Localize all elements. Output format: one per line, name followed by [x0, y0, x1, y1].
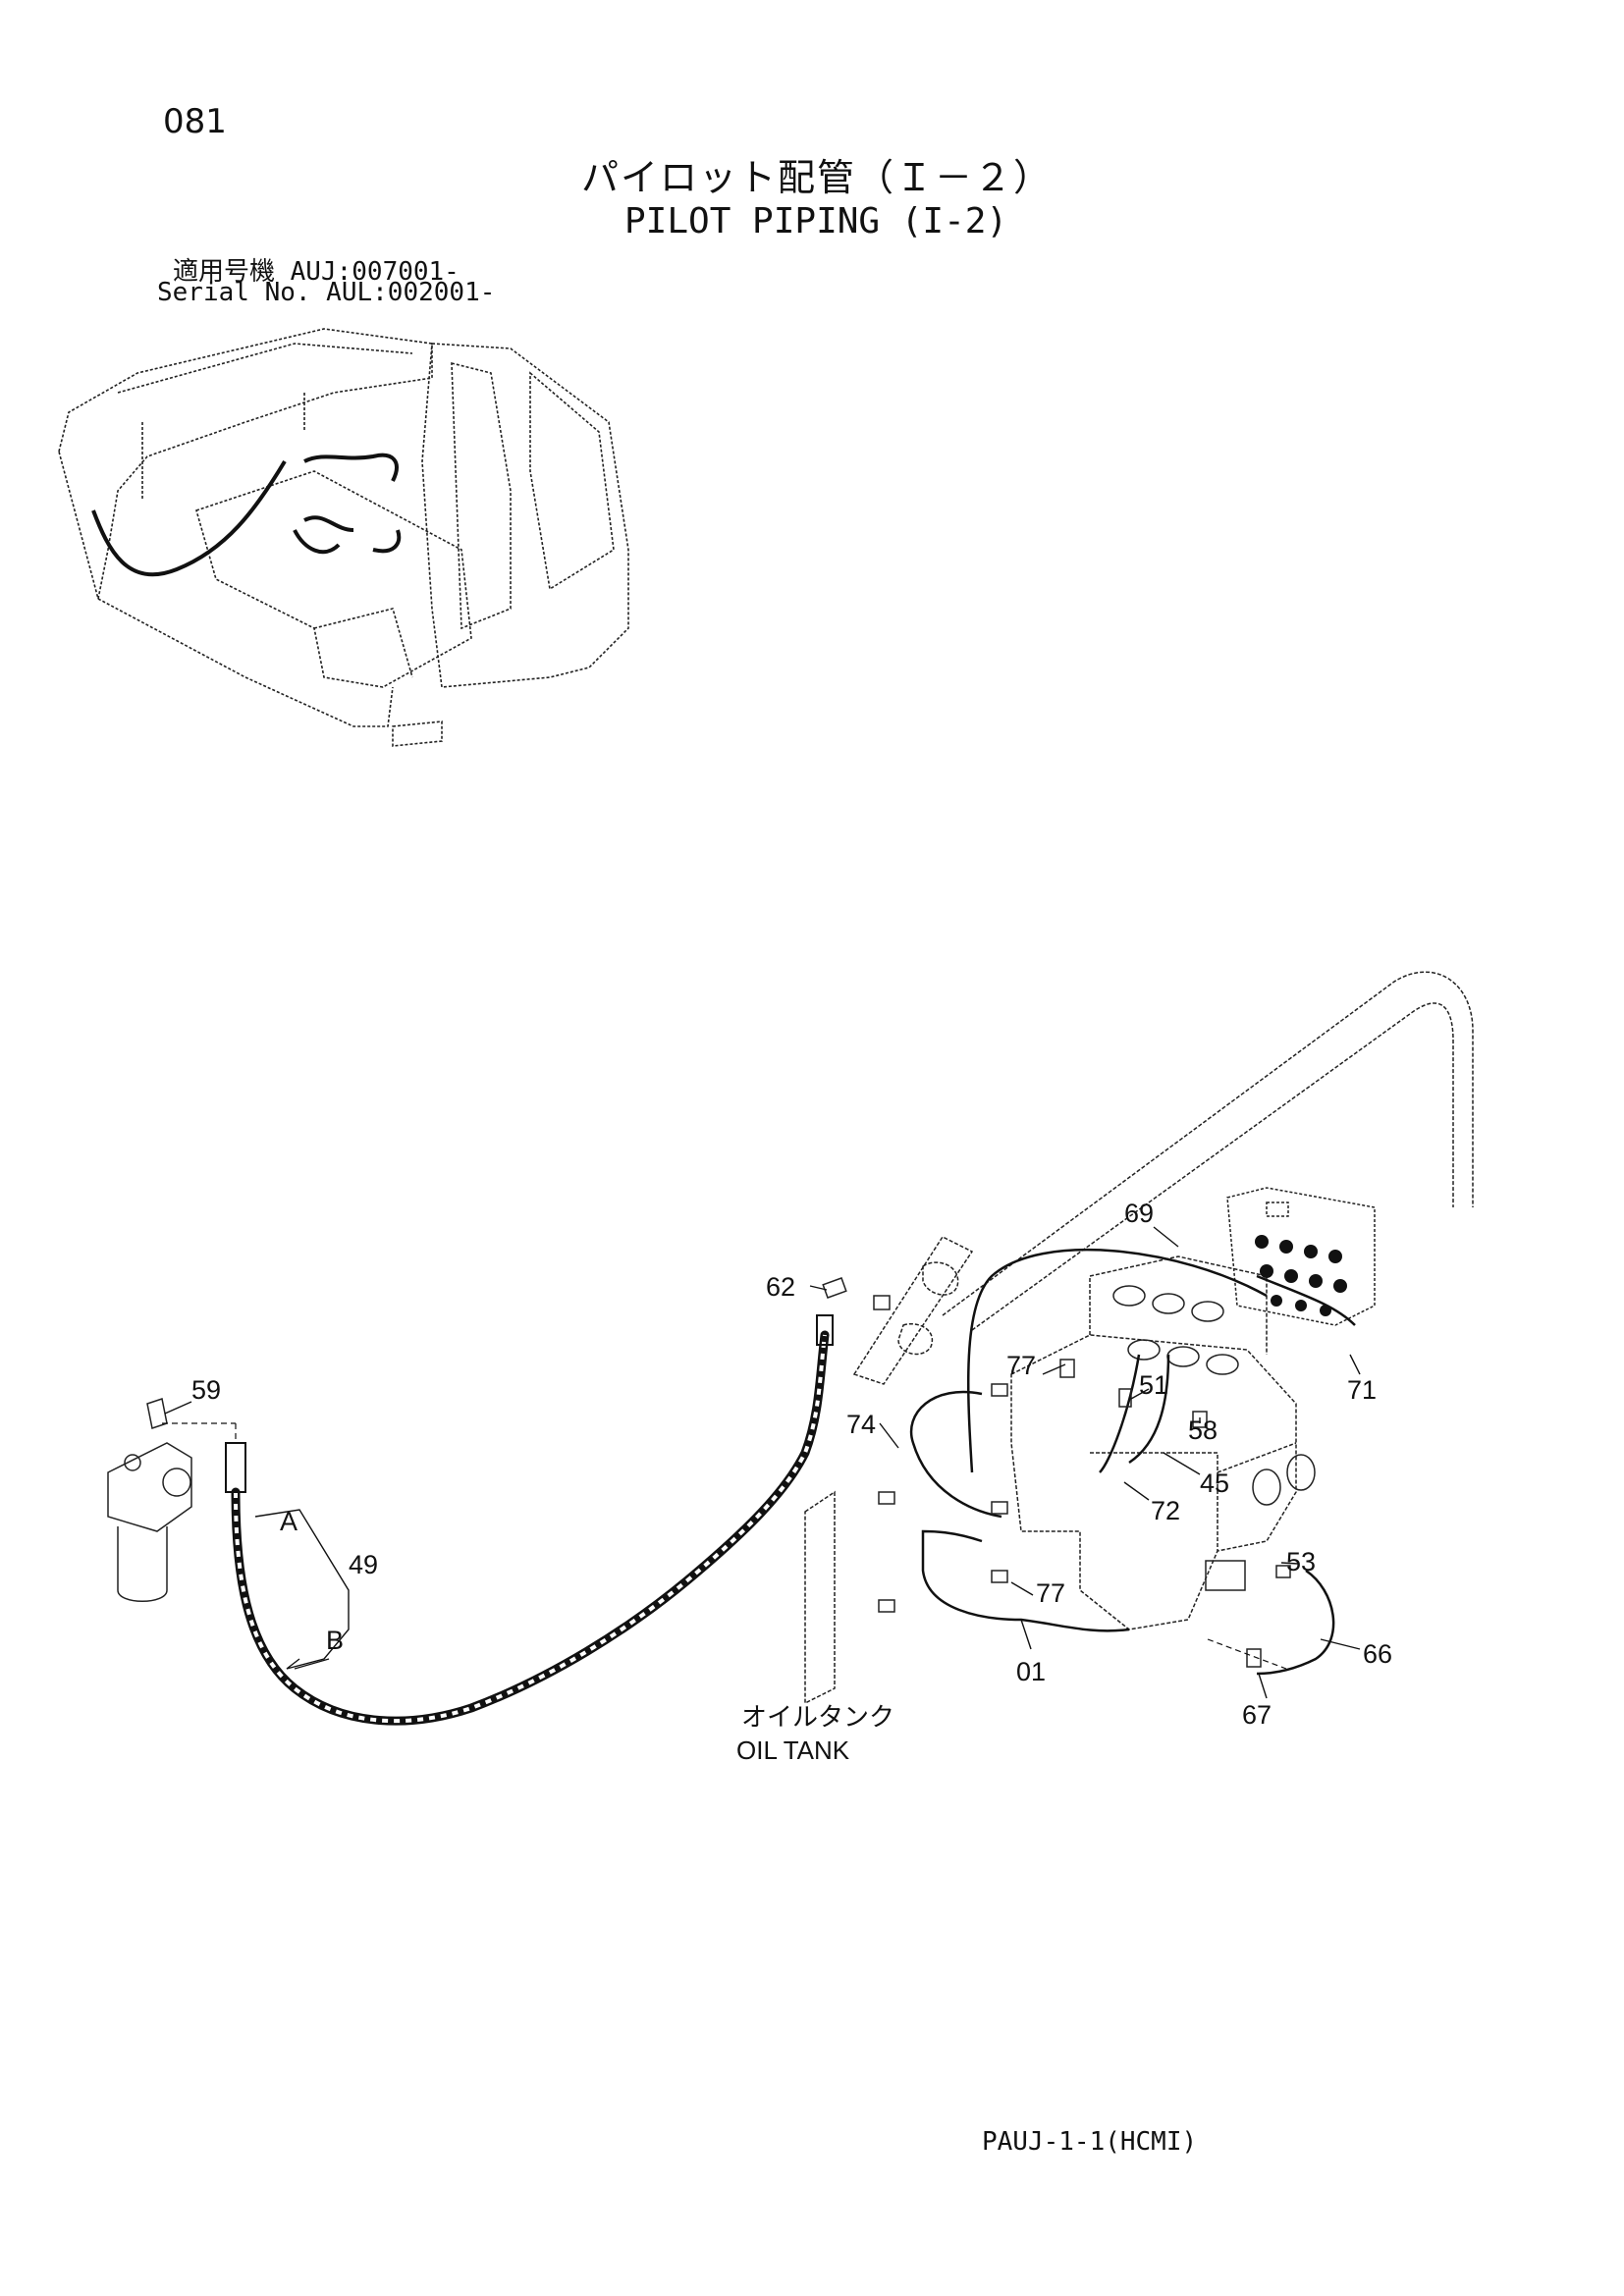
- part-callouts: 59 62 69 71 77 51 74 58 45 72 53 77 01 6…: [191, 1199, 1392, 1730]
- page-title-english: PILOT PIPING (I-2): [624, 201, 1008, 241]
- fittings: [822, 1277, 1291, 1668]
- pilot-filter-assembly: [107, 1398, 192, 1602]
- callout-53: 53: [1286, 1547, 1316, 1576]
- callout-77-lower: 77: [1036, 1578, 1065, 1608]
- control-valve-ports: [1112, 1285, 1316, 1591]
- callout-69: 69: [1124, 1199, 1154, 1228]
- machine-overview-illustration: [58, 328, 629, 747]
- callout-67: 67: [1242, 1700, 1272, 1730]
- callout-51: 51: [1139, 1370, 1168, 1400]
- oil-tank-label-jp: オイルタンク: [741, 1702, 894, 1732]
- callout-72: 72: [1151, 1496, 1180, 1525]
- page-title-japanese: パイロット配管（Ｉ－２）: [581, 156, 1054, 199]
- callout-62: 62: [766, 1272, 795, 1302]
- dashed-connection-lines: [162, 1422, 1287, 1670]
- callout-66: 66: [1363, 1639, 1392, 1669]
- callout-74: 74: [846, 1410, 876, 1439]
- pilot-hoses: [909, 1249, 1356, 1676]
- callout-58: 58: [1188, 1415, 1218, 1445]
- connection-label-a: A: [280, 1507, 298, 1536]
- oil-tank-label-en: OIL TANK: [736, 1735, 850, 1765]
- oil-tank-pipe-outline: [852, 971, 1474, 1385]
- callout-01: 01: [1016, 1657, 1046, 1686]
- pilot-valve-block: [1226, 1187, 1376, 1326]
- pilot-valve-fittings: [1255, 1235, 1347, 1316]
- callout-77: 77: [1006, 1351, 1036, 1380]
- oil-tank-label: オイルタンク OIL TANK: [736, 1702, 894, 1765]
- oil-tank-bracket: [804, 1490, 836, 1705]
- page-number: 081: [163, 102, 227, 141]
- hose-49-ends: [225, 1314, 834, 1493]
- machine-overview-hoses: [91, 453, 402, 577]
- leader-lines: [164, 1226, 1361, 1699]
- control-valve-body: [1010, 1255, 1297, 1630]
- serial-applicability-jp: 適用号機 AUJ:007001-: [173, 257, 460, 287]
- callout-71: 71: [1347, 1375, 1377, 1405]
- callout-49: 49: [349, 1550, 378, 1579]
- serial-applicability-en: Serial No. AUL:002001-: [157, 278, 496, 307]
- hose-49: [231, 1330, 830, 1726]
- connection-label-b: B: [326, 1626, 344, 1655]
- hose-49-wrap: [234, 1334, 827, 1724]
- callout-45: 45: [1200, 1468, 1229, 1498]
- callout-59: 59: [191, 1375, 221, 1405]
- footer-page-code: PAUJ-1-1(HCMI): [982, 2127, 1198, 2157]
